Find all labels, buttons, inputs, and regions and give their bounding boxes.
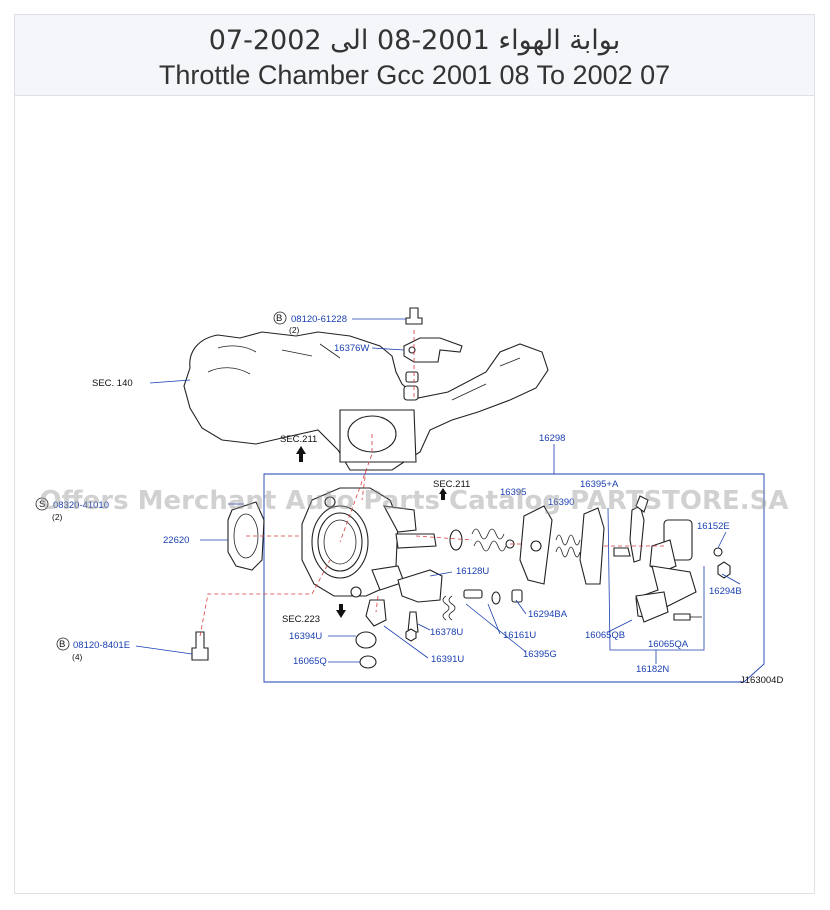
marker-b-2: B: [59, 639, 65, 650]
label-sec-140: SEC. 140: [92, 378, 133, 389]
label-16294B[interactable]: 16294B: [709, 586, 742, 597]
label-16294BA[interactable]: 16294BA: [528, 609, 568, 620]
label-16182N[interactable]: 16182N: [636, 664, 669, 675]
label-16394U[interactable]: 16394U: [289, 631, 322, 642]
arrow-up-sec211: [296, 446, 306, 462]
label-16065QB[interactable]: 16065QB: [585, 630, 625, 641]
assembly-boundary-box: [263, 473, 765, 683]
label-08120-61228[interactable]: 08120-61228: [291, 314, 347, 325]
marker-b-1: B: [276, 313, 282, 324]
label-sec-211-a: SEC.211: [280, 434, 317, 445]
label-sec-223: SEC.223: [282, 614, 320, 625]
leader-lines: [135, 318, 741, 664]
arrow-down-sec223: [336, 604, 346, 618]
linkage-group: [442, 505, 645, 621]
page-header: بوابة الهواء 2001-08 الى 2002-07 Throttl…: [15, 15, 814, 96]
label-16395[interactable]: 16395: [500, 487, 526, 498]
lower-small-parts: [191, 599, 419, 669]
label-16161U[interactable]: 16161U: [503, 630, 536, 641]
label-16391U[interactable]: 16391U: [431, 654, 464, 665]
arrow-up-sec211-right: [439, 488, 447, 500]
content-frame: بوابة الهواء 2001-08 الى 2002-07 Throttl…: [14, 14, 815, 894]
label-16395G[interactable]: 16395G: [523, 649, 557, 660]
marker-s: S: [39, 499, 45, 510]
label-16390[interactable]: 16390: [548, 497, 574, 508]
watermark-text: Offers Merchant Auto Parts Catalog PARTS…: [39, 486, 788, 516]
label-22620[interactable]: 22620: [163, 535, 189, 546]
label-08320-41010[interactable]: 08320-41010: [53, 500, 109, 511]
page-title-english: Throttle Chamber Gcc 2001 08 To 2002 07: [158, 60, 671, 90]
alignment-lines: [199, 330, 664, 637]
qty-b1: (2): [289, 325, 300, 335]
label-16152E[interactable]: 16152E: [697, 521, 730, 532]
actuator-group: [635, 495, 731, 623]
page-title-arabic: بوابة الهواء 2001-08 الى 2002-07: [208, 25, 621, 56]
qty-s: (2): [52, 512, 63, 522]
upper-bracket-group: [403, 307, 463, 401]
label-sec-211-b: SEC.211: [433, 479, 470, 490]
label-16128U[interactable]: 16128U: [456, 566, 489, 577]
label-16065Q[interactable]: 16065Q: [293, 656, 327, 667]
label-16378U[interactable]: 16378U: [430, 627, 463, 638]
label-16395-A[interactable]: 16395+A: [580, 479, 619, 490]
label-08120-8401E[interactable]: 08120-8401E: [73, 640, 130, 651]
diagram-ref-code: J163004D: [740, 675, 783, 686]
label-16065QA[interactable]: 16065QA: [648, 639, 689, 650]
label-16298[interactable]: 16298: [539, 433, 565, 444]
part-callouts: B 08120-61228 (2) 16376W SEC. 140 SEC.21…: [35, 311, 783, 686]
label-16376W[interactable]: 16376W: [334, 343, 369, 354]
qty-b2: (4): [72, 652, 83, 662]
